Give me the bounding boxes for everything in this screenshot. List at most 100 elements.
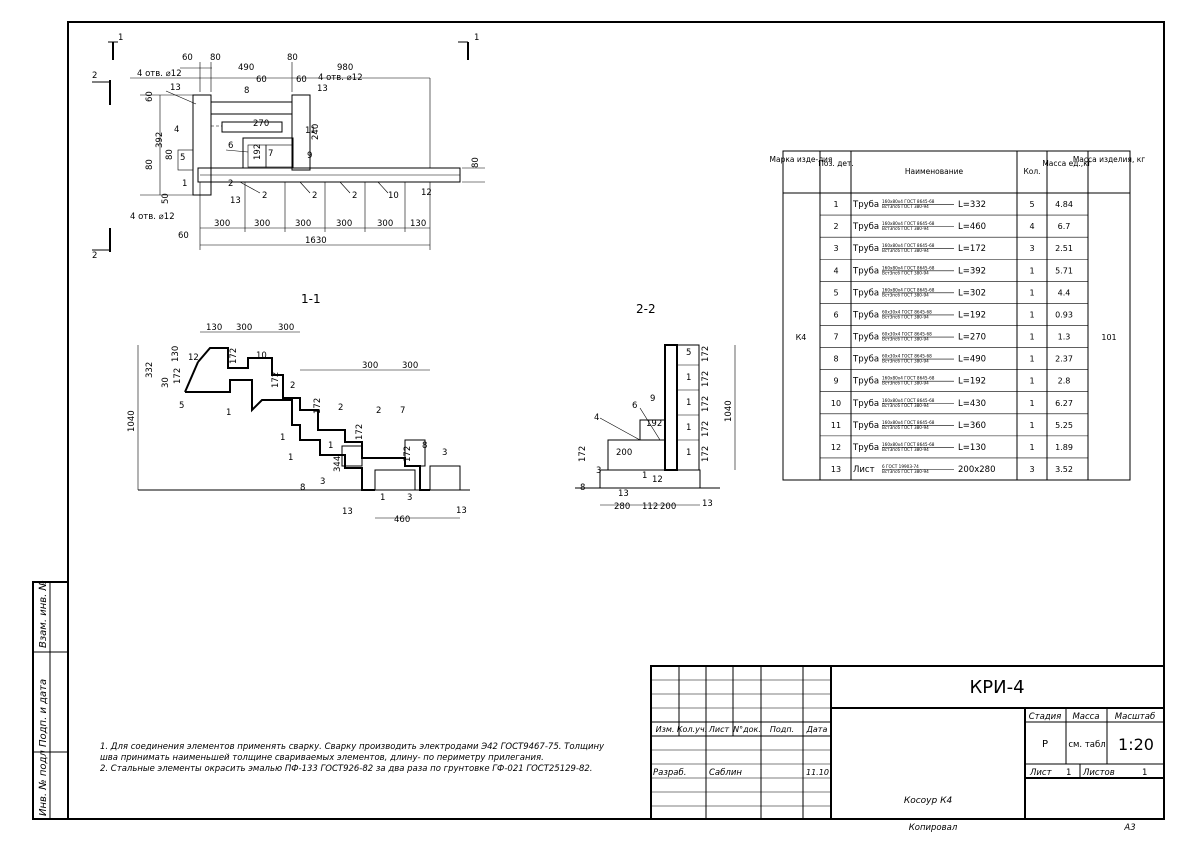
dim-label: 192 [646, 419, 662, 429]
developer-date: 11.10 [806, 768, 829, 777]
scale-value: 1:20 [1118, 735, 1154, 754]
cell-pos: 3 [833, 244, 838, 253]
dim-label: 80 [210, 53, 221, 63]
cell-qty: 5 [1029, 200, 1034, 209]
section-1-1: 1-1 1040 130 300 300 300 300 332 130 30 … [127, 292, 470, 525]
developer-name: Саблин [709, 768, 742, 778]
dim-label: 30 [161, 377, 171, 388]
position-mark: 10 [388, 191, 399, 201]
position-mark: 12 [421, 188, 432, 198]
dim-label: 344 [333, 456, 343, 472]
cell-standard: 160х80х4 ГОСТ 8645-68 [882, 243, 935, 248]
cell-name: Лист [853, 465, 875, 475]
section-title: 1-1 [301, 292, 321, 306]
position-mark: 13 [342, 507, 353, 517]
cell-steel: Вст3пс6 ГОСТ 380-94 [882, 403, 929, 408]
position-mark: 1 [328, 441, 333, 451]
position-mark: 5 [179, 401, 184, 411]
sheets-value: 1 [1142, 768, 1147, 778]
dim-label: 172 [701, 421, 711, 437]
dim-label: 172 [173, 368, 183, 384]
sign-date-label: Подп. и дата [38, 679, 49, 747]
dim-label: 8 [300, 483, 305, 493]
position-mark: 6 [228, 141, 233, 151]
cell-mass: 6.7 [1058, 222, 1071, 231]
cell-mass: 2.51 [1055, 244, 1073, 253]
cell-standard: 160х80х4 ГОСТ 8645-68 [882, 398, 935, 403]
position-mark: 5 [180, 153, 185, 163]
cell-qty: 1 [1029, 399, 1034, 408]
position-mark: 2 [262, 191, 267, 201]
doc-code: КРИ-4 [969, 677, 1024, 698]
dim-label: 60 [182, 53, 193, 63]
cell-size: L=332 [958, 200, 986, 210]
cell-size: L=192 [958, 310, 986, 320]
cell-pos: 13 [831, 465, 841, 474]
inv-sub-label: Взам. инв. № [38, 580, 49, 648]
position-mark: 1 [686, 423, 691, 433]
position-mark: 13 [618, 489, 629, 499]
cell-standard: 160х80х4 ГОСТ 8645-68 [882, 265, 935, 270]
drawing-title: Косоур К4 [904, 796, 953, 806]
cell-pos: 10 [831, 399, 841, 408]
position-mark: 1 [280, 433, 285, 443]
sheet-label: Лист [1029, 768, 1053, 778]
cell-size: L=130 [958, 443, 986, 453]
position-mark: 4 [594, 413, 599, 423]
cell-size: L=172 [958, 244, 986, 254]
position-mark: 12 [652, 475, 663, 485]
cell-size: L=392 [958, 266, 986, 276]
cell-pos: 7 [833, 333, 838, 342]
cell-pos: 12 [831, 443, 841, 452]
position-mark: 2 [376, 406, 381, 416]
dim-label: 300 [362, 361, 378, 371]
inv-orig-label: Инв. № подл [38, 750, 49, 816]
position-mark: 13 [170, 83, 181, 93]
cell-standard: 160х80х4 ГОСТ 8645-68 [882, 221, 935, 226]
cell-name: Труба [852, 244, 879, 254]
col-header: Подп. [770, 725, 794, 734]
dim-label: 130 [171, 346, 181, 362]
cell-pos: 9 [833, 377, 838, 386]
dim-label: 80 [145, 159, 155, 170]
col-header: Изм. [656, 725, 675, 734]
callout: 4 отв. ⌀12 [318, 73, 363, 83]
cell-steel: Вст3пс6 ГОСТ 380-94 [882, 447, 929, 452]
sheet-value: 1 [1066, 768, 1071, 778]
cell-pos: 2 [833, 222, 838, 231]
th-name: Наименование [905, 167, 964, 176]
dim-label: 300 [402, 361, 418, 371]
copied-label: Копировал [909, 823, 958, 833]
position-mark: 13 [702, 499, 713, 509]
cell-size: L=430 [958, 399, 986, 409]
dim-label: 80 [287, 53, 298, 63]
cell-steel: Вст3пс6 ГОСТ 380-94 [882, 337, 929, 342]
dim-label: 1040 [724, 400, 734, 422]
cell-mass: 6.27 [1055, 399, 1073, 408]
side-stamp: Инв. № подл Подп. и дата Взам. инв. № [32, 580, 69, 820]
dim-label: 60 [256, 75, 267, 85]
section-2-2: 2-2 1040 172 172 172 172 172 192 200 172… [575, 302, 736, 512]
cell-size: L=360 [958, 421, 986, 431]
position-mark: 12 [188, 353, 199, 363]
dim-label: 980 [337, 63, 353, 73]
note-line: 1. Для соединения элементов применять св… [100, 742, 605, 752]
position-mark: 13 [230, 196, 241, 206]
position-mark: 7 [268, 149, 273, 159]
dim-label: 60 [178, 231, 189, 241]
callout: 4 отв. ⌀12 [130, 212, 175, 222]
dim-label: 1630 [305, 236, 327, 246]
cell-steel: Вст3пс6 ГОСТ 380-94 [882, 425, 929, 430]
section-mark: 1 [118, 33, 123, 43]
dim-label: 200 [616, 448, 632, 458]
dim-label: 172 [229, 348, 239, 364]
cell-standard: 60х30х4 ГОСТ 8645-68 [882, 354, 932, 359]
cell-name: Труба [852, 355, 879, 365]
dim-label: 112 [642, 502, 658, 512]
role-developer: Разраб. [653, 768, 686, 778]
dim-label: 172 [701, 346, 711, 362]
cell-mass: 2.37 [1055, 355, 1073, 364]
cell-standard: 60х30х4 ГОСТ 8645-68 [882, 332, 932, 337]
position-mark: 9 [650, 394, 655, 404]
